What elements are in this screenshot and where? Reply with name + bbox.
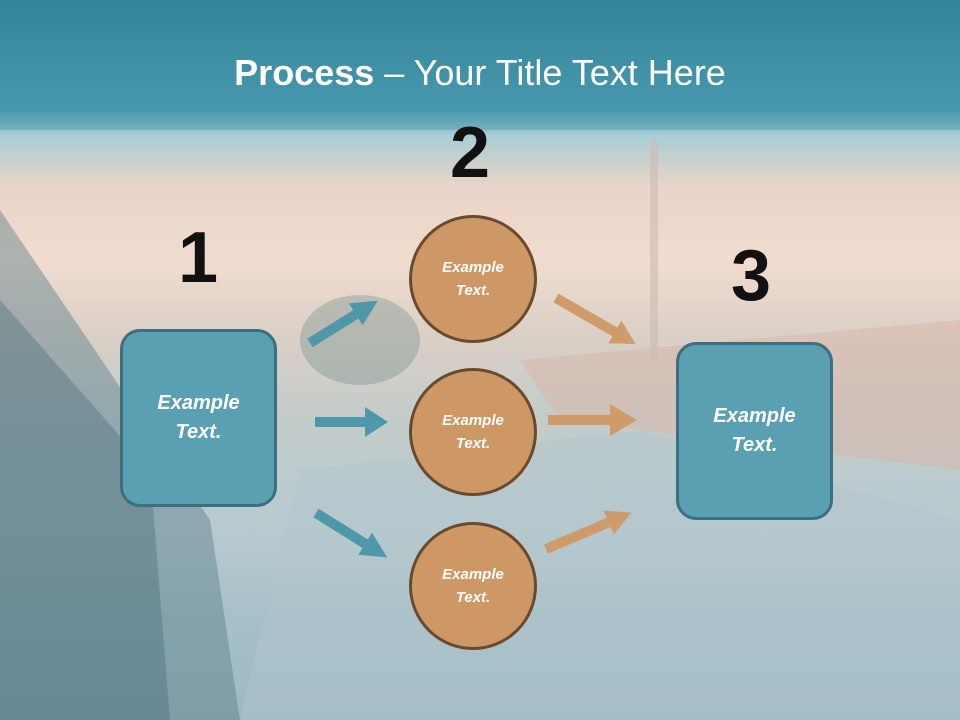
step-3-box: Example Text. (676, 342, 833, 520)
step-1-label-line2: Text. (175, 421, 222, 443)
orange-arrow-up-icon (544, 510, 632, 554)
slide-title: Process – Your Title Text Here (0, 52, 960, 94)
circle-middle-label-line2: Text. (455, 435, 491, 452)
step-1-label-line1: Example (157, 392, 240, 414)
step-number-2: 2 (450, 113, 491, 193)
title-rest-text: – Your Title Text Here (374, 52, 726, 93)
title-bold-text: Process (234, 52, 375, 93)
orange-arrow-down-icon (553, 293, 636, 344)
blue-arrow-down-icon (313, 508, 388, 558)
step-number-1: 1 (178, 218, 219, 298)
circle-top-label-line1: Example (442, 259, 504, 276)
circle-middle: Example Text. (409, 368, 537, 496)
step-3-label-line1: Example (713, 405, 796, 427)
circle-middle-label-line1: Example (442, 412, 504, 429)
blue-arrow-right-icon (315, 407, 388, 437)
circle-top-label-line2: Text. (455, 282, 491, 299)
orange-arrow-right-icon (548, 404, 637, 436)
circle-bottom-label-line1: Example (442, 566, 504, 583)
circle-bottom-label-line2: Text. (455, 589, 491, 606)
step-1-box: Example Text. (120, 329, 277, 507)
blue-arrow-up-icon (307, 300, 378, 348)
circle-bottom: Example Text. (409, 522, 537, 650)
circle-top: Example Text. (409, 215, 537, 343)
step-number-3: 3 (731, 236, 772, 316)
step-3-label-line2: Text. (731, 434, 778, 456)
